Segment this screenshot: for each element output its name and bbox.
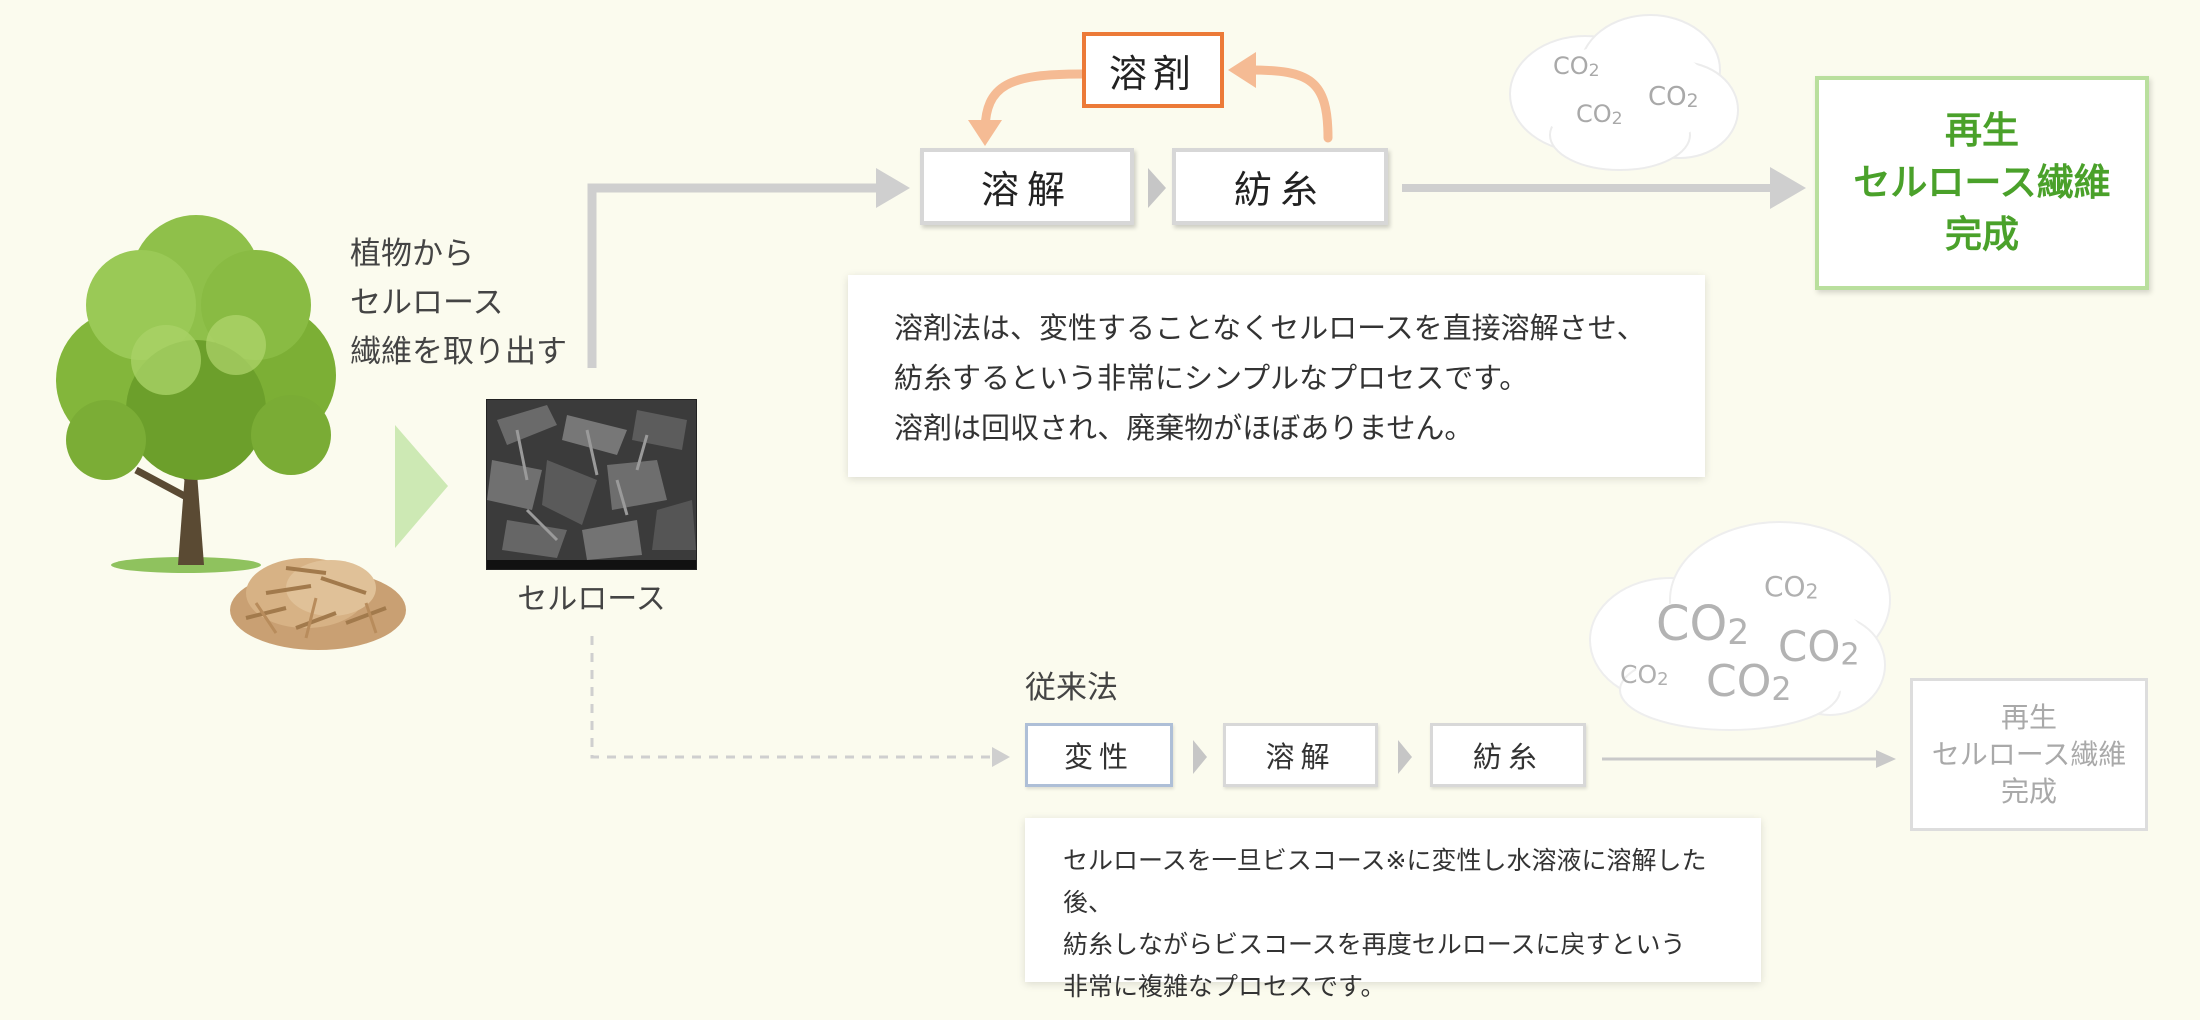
result-line: 完成 [1945,213,2019,256]
regenerated-fiber-result: 再生 セルロース繊維 完成 [1815,76,2149,290]
step-chevron-icon [1148,168,1166,208]
spinning-step: 紡糸 [1172,148,1388,225]
solvent-output-arrowhead [1770,167,1806,209]
conventional-output-arrowhead [1876,750,1896,768]
conv-dissolve-step: 溶解 [1223,723,1378,787]
process-chevron-icon [395,425,448,548]
co2-label: CO2 [1764,570,1819,604]
description-line: セルロースを一旦ビスコース※に変性し水溶液に溶解した後、 [1063,846,1707,917]
solvent-method-description: 溶剤法は、変性することなくセルロースを直接溶解させ、 紡糸するという非常にシンプ… [848,275,1705,477]
conv-result-line: セルロース繊維 [1931,738,2127,771]
description-line: 紡糸しながらビスコースを再度セルロースに戻すという [1063,930,1686,959]
co2-label: CO2 [1620,660,1669,691]
extract-label-line: 繊維を取り出す [350,334,567,370]
tree-illustration [56,215,336,573]
extract-label-line: 植物から [350,236,474,272]
solvent-feed-arrow [980,69,1087,137]
result-line: セルロース繊維 [1853,161,2111,204]
conv-step-chevron-icon [1398,740,1412,774]
extract-label-line: セルロース [350,285,504,321]
co2-label: CO2 [1648,82,1699,113]
solvent-route-arrowhead [876,168,910,208]
conventional-result: 再生 セルロース繊維 完成 [1910,678,2148,831]
co2-label: CO2 [1778,622,1860,673]
co2-label: CO2 [1656,596,1750,654]
result-line: 再生 [1945,109,2019,152]
conventional-method-title: 従来法 [1025,670,1118,706]
conv-result-line: 再生 [2000,701,2057,734]
solvent-recovery-arrow [1245,65,1333,143]
co2-small-cloud [1509,14,1739,171]
description-line: 溶剤法は、変性することなくセルロースを直接溶解させ、 [894,311,1646,345]
co2-label: CO2 [1706,656,1792,708]
description-line: 紡糸するという非常にシンプルなプロセスです。 [894,361,1529,395]
conventional-method-description: セルロースを一旦ビスコース※に変性し水溶液に溶解した後、 紡糸しながらビスコース… [1025,818,1761,1001]
conv-step-chevron-icon [1193,740,1207,774]
cellulose-caption: セルロース [517,582,666,617]
wood-chips-illustration [230,558,406,650]
modification-step: 変性 [1025,723,1173,787]
cellulose-micrograph [487,400,696,569]
solvent-route-line [587,183,878,368]
description-line: 非常に複雑なプロセスです。 [1063,972,1386,1001]
co2-large-cloud [1589,521,1891,731]
co2-label: CO2 [1553,52,1600,82]
solvent-feed-arrowhead [968,120,1002,146]
description-line: 溶剤は回収され、廃棄物がほぼありません。 [894,411,1474,445]
solvent-recovery-arrowhead [1228,52,1256,88]
extract-fiber-label: 植物から セルロース 繊維を取り出す [350,230,567,377]
co2-label: CO2 [1576,100,1623,130]
conventional-route-line [590,636,992,759]
conv-result-line: 完成 [2000,775,2057,808]
dissolve-step: 溶解 [920,148,1134,225]
solvent-box: 溶剤 [1082,32,1224,108]
conventional-route-arrowhead [992,747,1010,767]
conv-spinning-step: 紡糸 [1430,723,1586,787]
